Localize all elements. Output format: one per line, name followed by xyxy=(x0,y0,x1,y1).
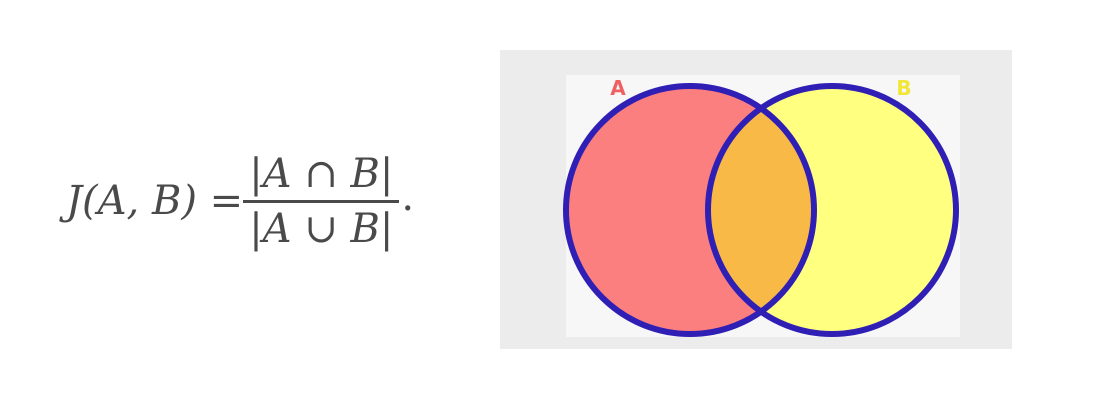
intersection-region xyxy=(708,86,814,334)
set-a-label: A xyxy=(610,76,626,100)
formula-period: . xyxy=(401,174,415,220)
formula-numerator: |A ∩ B| xyxy=(249,150,394,197)
formula-denominator: |A ∪ B| xyxy=(249,205,394,252)
set-b-label: B xyxy=(896,76,911,100)
venn-diagram: A B xyxy=(563,75,960,337)
fraction-bar xyxy=(243,199,400,203)
formula-lhs: J(A, B) = xyxy=(66,178,244,224)
set-b-outline xyxy=(705,83,959,337)
set-a-outline xyxy=(563,83,817,337)
venn-diagram-panel: A B xyxy=(500,50,1012,349)
jaccard-formula: J(A, B) = |A ∩ B| |A ∪ B| . xyxy=(66,146,414,256)
formula-fraction: |A ∩ B| |A ∪ B| xyxy=(243,150,400,253)
